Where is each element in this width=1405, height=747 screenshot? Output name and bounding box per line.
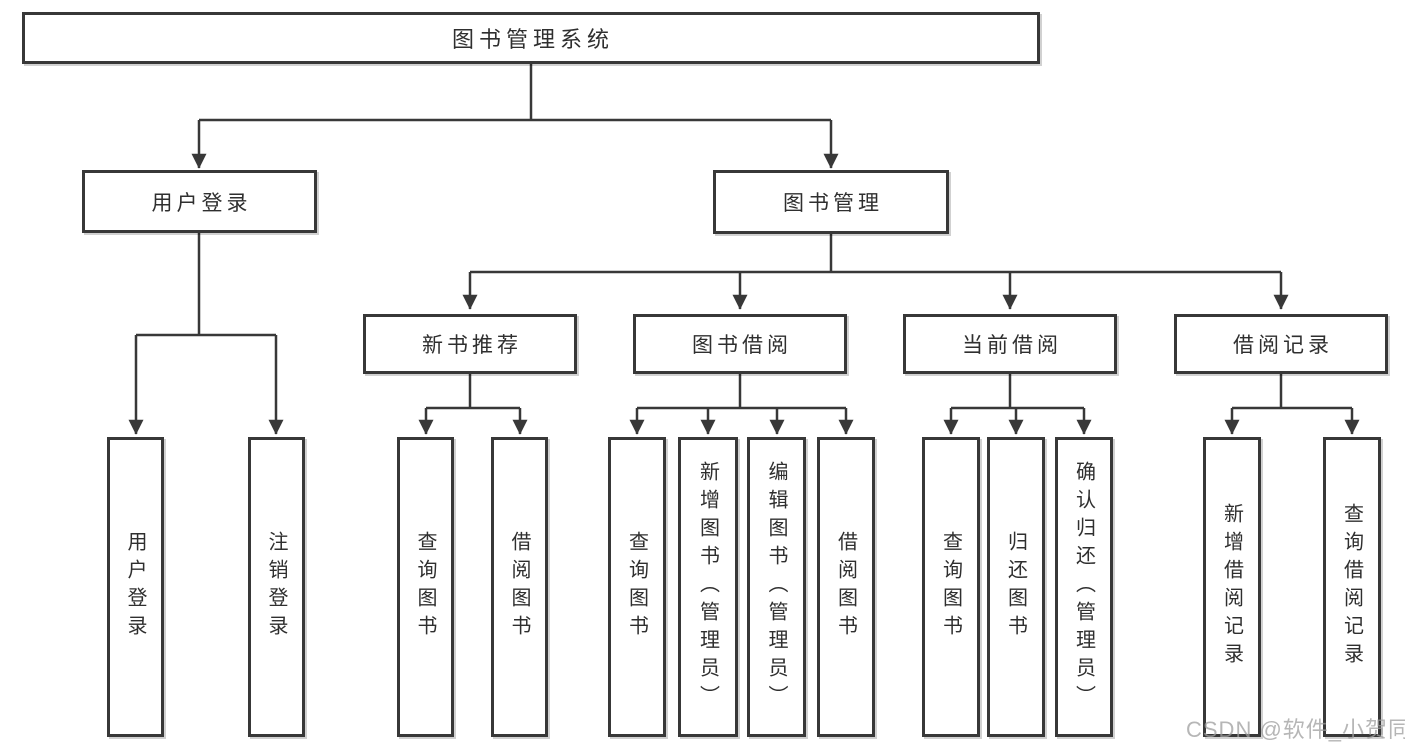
leaf-newbooks-borrow-books: 借阅图书 bbox=[491, 437, 548, 737]
node-book-borrow: 图书借阅 bbox=[633, 314, 847, 374]
node-root: 图书管理系统 bbox=[22, 12, 1040, 64]
leaf-records-query-record: 查询借阅记录 bbox=[1323, 437, 1381, 737]
node-borrow-records: 借阅记录 bbox=[1174, 314, 1388, 374]
node-book-management: 图书管理 bbox=[713, 170, 949, 234]
leaf-current-query-books: 查询图书 bbox=[922, 437, 980, 737]
leaf-logout: 注销登录 bbox=[248, 437, 305, 737]
node-new-book-recommend: 新书推荐 bbox=[363, 314, 577, 374]
node-user-login: 用户登录 bbox=[82, 170, 317, 233]
leaf-user-login: 用户登录 bbox=[107, 437, 164, 737]
leaf-current-confirm-return-admin: 确认归还（管理员） bbox=[1055, 437, 1113, 737]
leaf-newbooks-query-books: 查询图书 bbox=[397, 437, 454, 737]
leaf-borrow-borrow-books: 借阅图书 bbox=[817, 437, 875, 737]
leaf-borrow-add-book-admin: 新增图书（管理员） bbox=[678, 437, 738, 737]
leaf-borrow-edit-book-admin: 编辑图书（管理员） bbox=[747, 437, 806, 737]
node-current-borrow: 当前借阅 bbox=[903, 314, 1117, 374]
leaf-borrow-query-books: 查询图书 bbox=[608, 437, 666, 737]
watermark: CSDN @软件_小贺同学 bbox=[1186, 717, 1405, 742]
leaf-current-return-books: 归还图书 bbox=[987, 437, 1045, 737]
leaf-records-add-record: 新增借阅记录 bbox=[1203, 437, 1261, 737]
